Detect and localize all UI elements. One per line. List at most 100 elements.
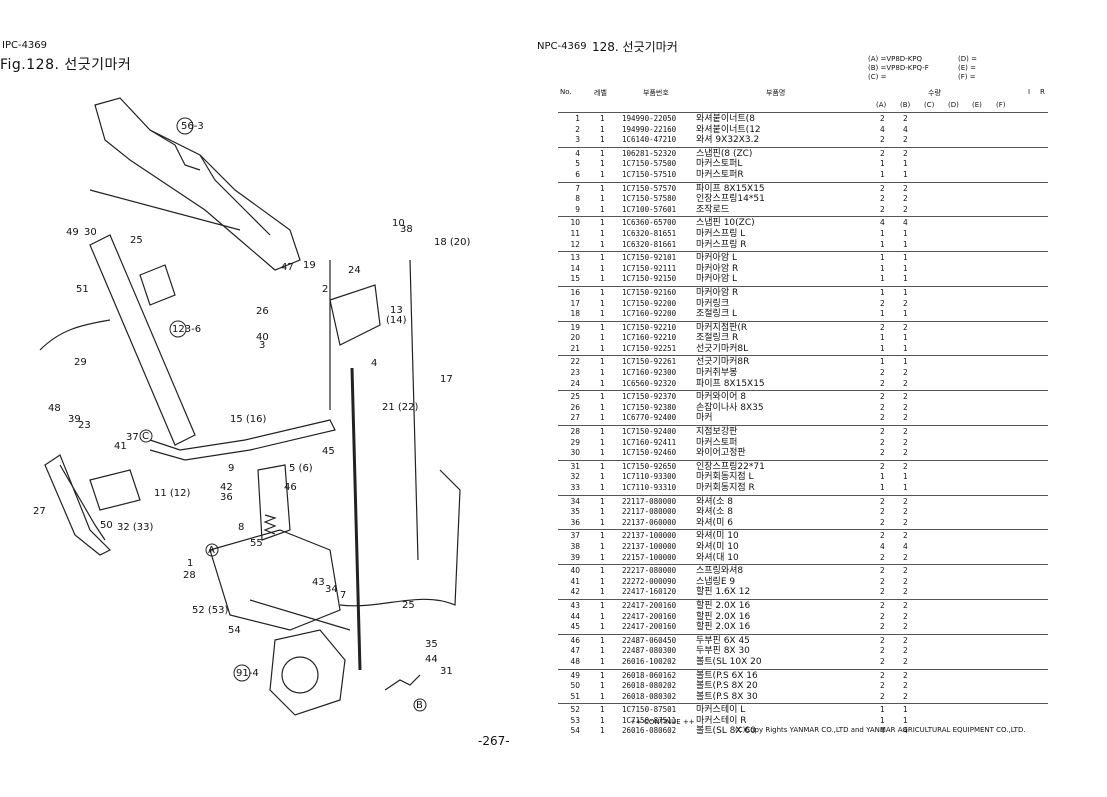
row-part-name: 조작로드 xyxy=(696,204,730,215)
header-qty-f: (F) xyxy=(996,101,1006,109)
header-part-name: 부품명 xyxy=(766,89,786,97)
row-part-no: 1C7150-92150 xyxy=(622,274,677,284)
row-qty-a: 4 xyxy=(880,541,885,551)
row-qty-a: 2 xyxy=(880,427,885,437)
callout: 9 xyxy=(228,463,234,474)
row-rev: 1 xyxy=(600,483,605,492)
row-rev: 1 xyxy=(600,357,605,367)
row-qty-a: 2 xyxy=(880,566,885,576)
row-part-name: 와셔붙이너트(8 xyxy=(696,114,755,124)
row-qty-b: 1 xyxy=(903,169,908,179)
row-part-name: 와셔(미 10 xyxy=(696,531,739,542)
row-no: 37 xyxy=(570,531,580,541)
row-part-name: 두부핀 6X 45 xyxy=(696,635,750,646)
row-part-no: 194990-22050 xyxy=(622,114,677,123)
row-part-name: 마커아암 R xyxy=(696,263,739,274)
row-rev: 1 xyxy=(600,298,605,308)
row-qty-a: 2 xyxy=(880,531,885,541)
callout: 39 xyxy=(68,414,81,425)
row-qty-b: 2 xyxy=(903,402,908,412)
callout: 34 xyxy=(325,584,338,595)
row-part-no: 22487-060450 xyxy=(622,635,677,645)
row-no: 32 xyxy=(570,472,580,482)
row-part-name: 조절링크 R xyxy=(696,333,739,344)
row-part-no: 22137-060000 xyxy=(622,517,677,527)
row-no: 3 xyxy=(575,135,580,145)
row-part-name: 볼트(P.S 8X 20 xyxy=(696,681,758,692)
arm-part xyxy=(149,419,336,461)
row-qty-a: 1 xyxy=(880,159,885,169)
row-no: 54 xyxy=(570,726,580,736)
row-no: 53 xyxy=(570,715,580,725)
row-rev: 1 xyxy=(600,322,605,332)
row-part-no: 26016-080602 xyxy=(622,726,677,736)
callout: 43 xyxy=(312,577,325,588)
row-part-no: 22117-080000 xyxy=(622,507,677,517)
row-part-name: 와셔 9X32X3.2 xyxy=(696,135,760,146)
row-rev: 1 xyxy=(600,333,605,343)
row-part-no: 22137-100000 xyxy=(622,531,677,541)
row-part-name: 선긋기마커8R xyxy=(696,357,750,368)
callout: 8 xyxy=(238,522,244,533)
row-qty-b: 2 xyxy=(903,204,908,214)
row-no: 48 xyxy=(570,656,580,666)
row-qty-a: 1 xyxy=(880,239,885,249)
row-qty-b: 1 xyxy=(903,343,908,353)
row-qty-b: 2 xyxy=(903,448,908,458)
row-rev: 1 xyxy=(600,496,605,506)
row-part-name: 스냅링E 9 xyxy=(696,576,736,587)
row-qty-a: 1 xyxy=(880,472,885,482)
callout: 30 xyxy=(84,227,97,238)
row-part-no: 22157-100000 xyxy=(622,552,677,562)
row-no: 21 xyxy=(570,343,580,353)
row-no: 42 xyxy=(570,587,580,597)
row-qty-a: 1 xyxy=(880,705,885,715)
row-qty-b: 2 xyxy=(903,681,908,691)
row-qty-a: 1 xyxy=(880,715,885,725)
row-part-name: 파이프 8X15X15 xyxy=(696,378,765,389)
callout: 35 xyxy=(425,639,438,650)
row-part-name: 마커링크 xyxy=(696,298,730,309)
row-no: 13 xyxy=(570,253,580,263)
row-rev: 1 xyxy=(600,169,605,179)
header-rev: 레벨 xyxy=(594,89,607,97)
row-no: 5 xyxy=(575,159,580,169)
row-rev: 1 xyxy=(600,726,605,736)
row-no: 49 xyxy=(570,670,580,680)
row-part-name: 와셔(소 8 xyxy=(696,496,733,507)
row-part-name: 두부핀 8X 30 xyxy=(696,646,750,657)
row-no: 23 xyxy=(570,368,580,378)
callout: 15 (16) xyxy=(230,414,267,425)
header-r: R xyxy=(1040,88,1045,96)
row-no: 12 xyxy=(570,239,580,249)
row-rev: 1 xyxy=(600,378,605,388)
callout-labels: 56-3 49 30 25 51 29 123-6 48 39 23 27 41… xyxy=(33,117,471,712)
row-rev: 1 xyxy=(600,656,605,666)
row-rev: 1 xyxy=(600,622,605,632)
row-qty-b: 2 xyxy=(903,531,908,541)
